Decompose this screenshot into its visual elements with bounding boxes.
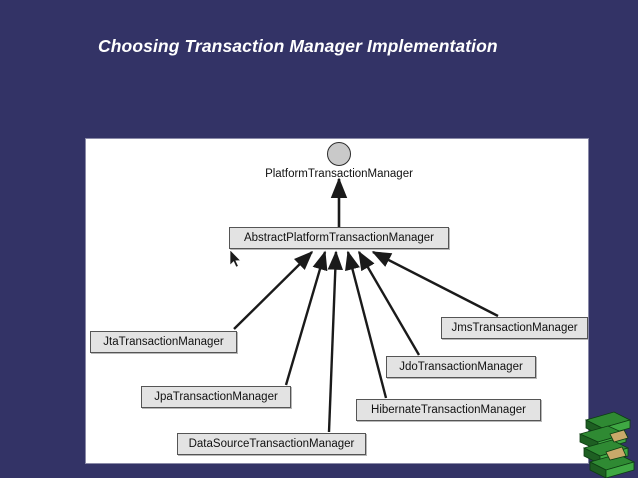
- page-title: Choosing Transaction Manager Implementat…: [98, 36, 498, 56]
- diagram-panel: PlatformTransactionManager AbstractPlatf…: [85, 138, 589, 464]
- class-box-jta-transaction-manager[interactable]: JtaTransactionManager: [90, 331, 237, 353]
- class-box-label: JdoTransactionManager: [399, 361, 523, 373]
- interface-circle-icon: [327, 142, 351, 166]
- class-box-label: DataSourceTransactionManager: [188, 438, 355, 450]
- class-box-label: JtaTransactionManager: [103, 336, 224, 348]
- edge-jpa-to-abstract: [284, 250, 328, 386]
- class-box-label: AbstractPlatformTransactionManager: [243, 232, 435, 244]
- class-box-jdo-transaction-manager[interactable]: JdoTransactionManager: [386, 356, 536, 378]
- edge-hibernate-to-abstract: [345, 250, 388, 399]
- class-box-datasource-transaction-manager[interactable]: DataSourceTransactionManager: [177, 433, 366, 455]
- class-box-abstract-platform-transaction-manager[interactable]: AbstractPlatformTransactionManager: [229, 227, 449, 249]
- interface-label: PlatformTransactionManager: [265, 168, 413, 180]
- edge-datasource-to-abstract: [327, 250, 343, 433]
- class-box-jpa-transaction-manager[interactable]: JpaTransactionManager: [141, 386, 291, 408]
- diagram-connectors: [233, 177, 499, 433]
- edge-jta-to-abstract: [233, 250, 314, 330]
- class-box-hibernate-transaction-manager[interactable]: HibernateTransactionManager: [356, 399, 541, 421]
- edge-jms-to-abstract: [371, 250, 499, 318]
- class-box-label: HibernateTransactionManager: [371, 404, 526, 416]
- class-box-label: JpaTransactionManager: [154, 391, 278, 403]
- edge-jdo-to-abstract: [357, 250, 421, 356]
- class-box-jms-transaction-manager[interactable]: JmsTransactionManager: [441, 317, 588, 339]
- class-box-label: JmsTransactionManager: [451, 322, 578, 334]
